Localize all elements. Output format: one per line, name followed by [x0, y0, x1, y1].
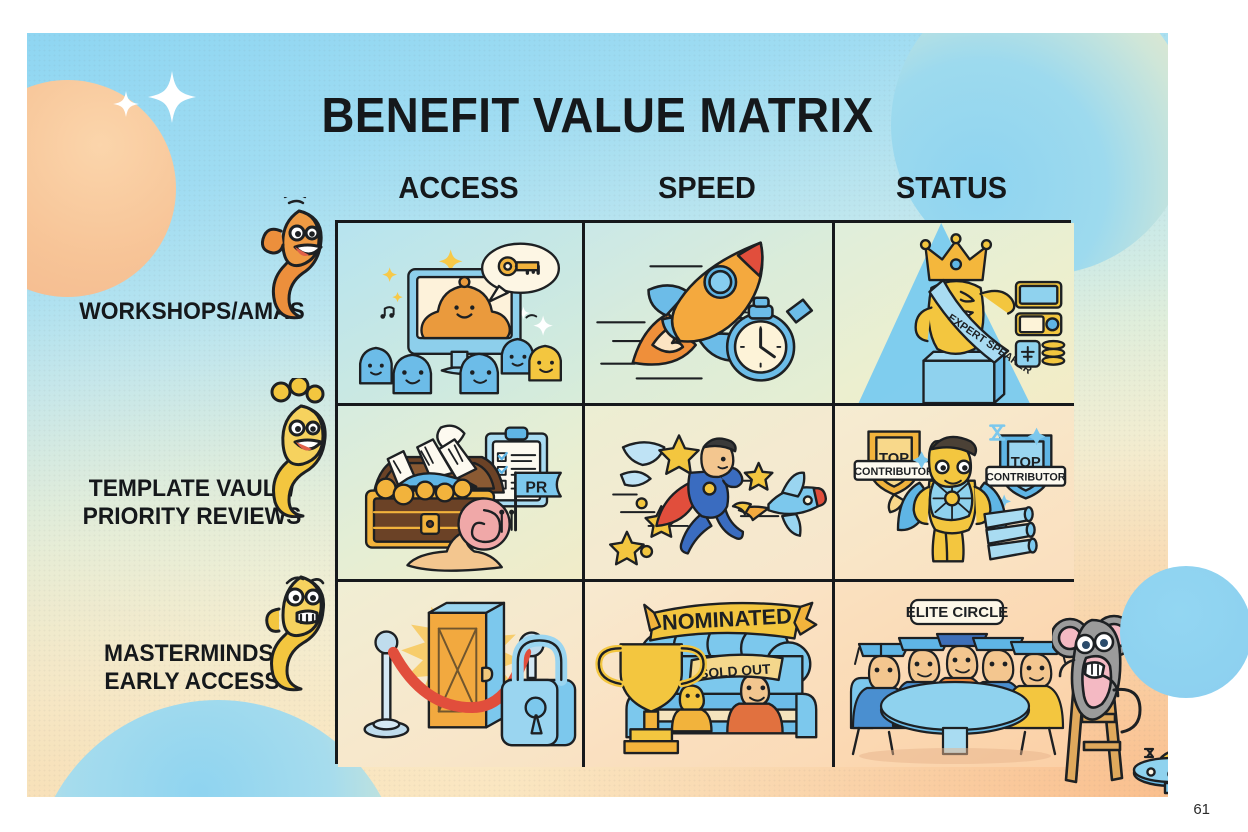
yellow-blob-mascot — [259, 378, 333, 518]
slide-background: BENEFIT VALUE MATRIX ACCESS SPEED STATUS… — [27, 33, 1168, 797]
ufo-icon — [1129, 743, 1168, 797]
page-number: 61 — [1193, 801, 1210, 818]
illustration-top-contributor-badges: TOP CONTRIBUTOR TOP CONTRIBUTOR — [853, 424, 1067, 563]
illustration-treasure-chest-clipboard: PR — [364, 424, 562, 572]
row-label-template-vault: TEMPLATE VAULT/ PRIORITY REVIEWS — [68, 475, 317, 531]
matrix-cell-masterminds-status[interactable]: ELITE CIRCLE — [835, 582, 1074, 767]
illustration-velvet-rope-door-lock — [363, 600, 577, 747]
row-label-line2: EARLY ACCESS — [104, 667, 280, 695]
mouse-on-ladder — [1052, 598, 1162, 788]
row-label-line1: TEMPLATE VAULT/ — [88, 475, 296, 502]
badge-right-label: CONTRIBUTOR — [986, 472, 1066, 484]
elite-circle-sign-text: ELITE CIRCLE — [906, 604, 1009, 621]
yellow-blob-mascot-worried — [259, 555, 335, 695]
row-label-line2: PRIORITY REVIEWS — [82, 502, 302, 530]
matrix-cell-vault-access[interactable]: PR — [338, 406, 585, 582]
matrix-cell-masterminds-speed[interactable]: NOMINATED SOLD OUT — [585, 582, 835, 767]
illustration-rocket-stopwatch — [596, 241, 814, 382]
illustration-workshop-monitor — [358, 242, 562, 395]
matrix-cell-workshops-access[interactable] — [338, 223, 585, 406]
column-header-speed: SPEED — [658, 170, 756, 205]
sparkle-icon — [113, 91, 139, 117]
benefit-value-matrix-grid: EXPERT SPEAKER — [335, 220, 1074, 767]
page-title: BENEFIT VALUE MATRIX — [321, 89, 874, 143]
column-header-access: ACCESS — [398, 170, 519, 205]
illustration-superhero-jet — [609, 434, 827, 566]
illustration-elite-circle-table: ELITE CIRCLE — [849, 598, 1066, 764]
matrix-cell-vault-speed[interactable] — [585, 406, 835, 582]
pr-flag-text: PR — [525, 480, 547, 497]
row-label-masterminds: MASTERMINDS/ EARLY ACCESS — [68, 640, 317, 696]
sparkle-icon — [148, 71, 196, 123]
illustration-expert-speaker-crown: EXPERT SPEAKER — [858, 223, 1066, 403]
orange-blob-mascot — [259, 197, 331, 325]
row-label-workshops: WORKSHOPS/AMAS — [68, 298, 317, 326]
illustration-trophy-nominated-soldout: NOMINATED SOLD OUT — [595, 601, 818, 755]
row-label-line1: MASTERMINDS/ — [103, 640, 281, 667]
sold-out-sign-text: SOLD OUT — [699, 660, 772, 681]
column-header-status: STATUS — [895, 170, 1008, 205]
badge-left-label: CONTRIBUTOR — [854, 466, 934, 478]
matrix-cell-workshops-status[interactable]: EXPERT SPEAKER — [835, 223, 1074, 406]
matrix-cell-masterminds-access[interactable] — [338, 582, 585, 767]
row-label-line1: WORKSHOPS/AMAS — [79, 298, 305, 325]
decor-circle-bottom-right — [1120, 566, 1248, 698]
matrix-cell-vault-status[interactable]: TOP CONTRIBUTOR TOP CONTRIBUTOR — [835, 406, 1074, 582]
matrix-cell-workshops-speed[interactable] — [585, 223, 835, 406]
